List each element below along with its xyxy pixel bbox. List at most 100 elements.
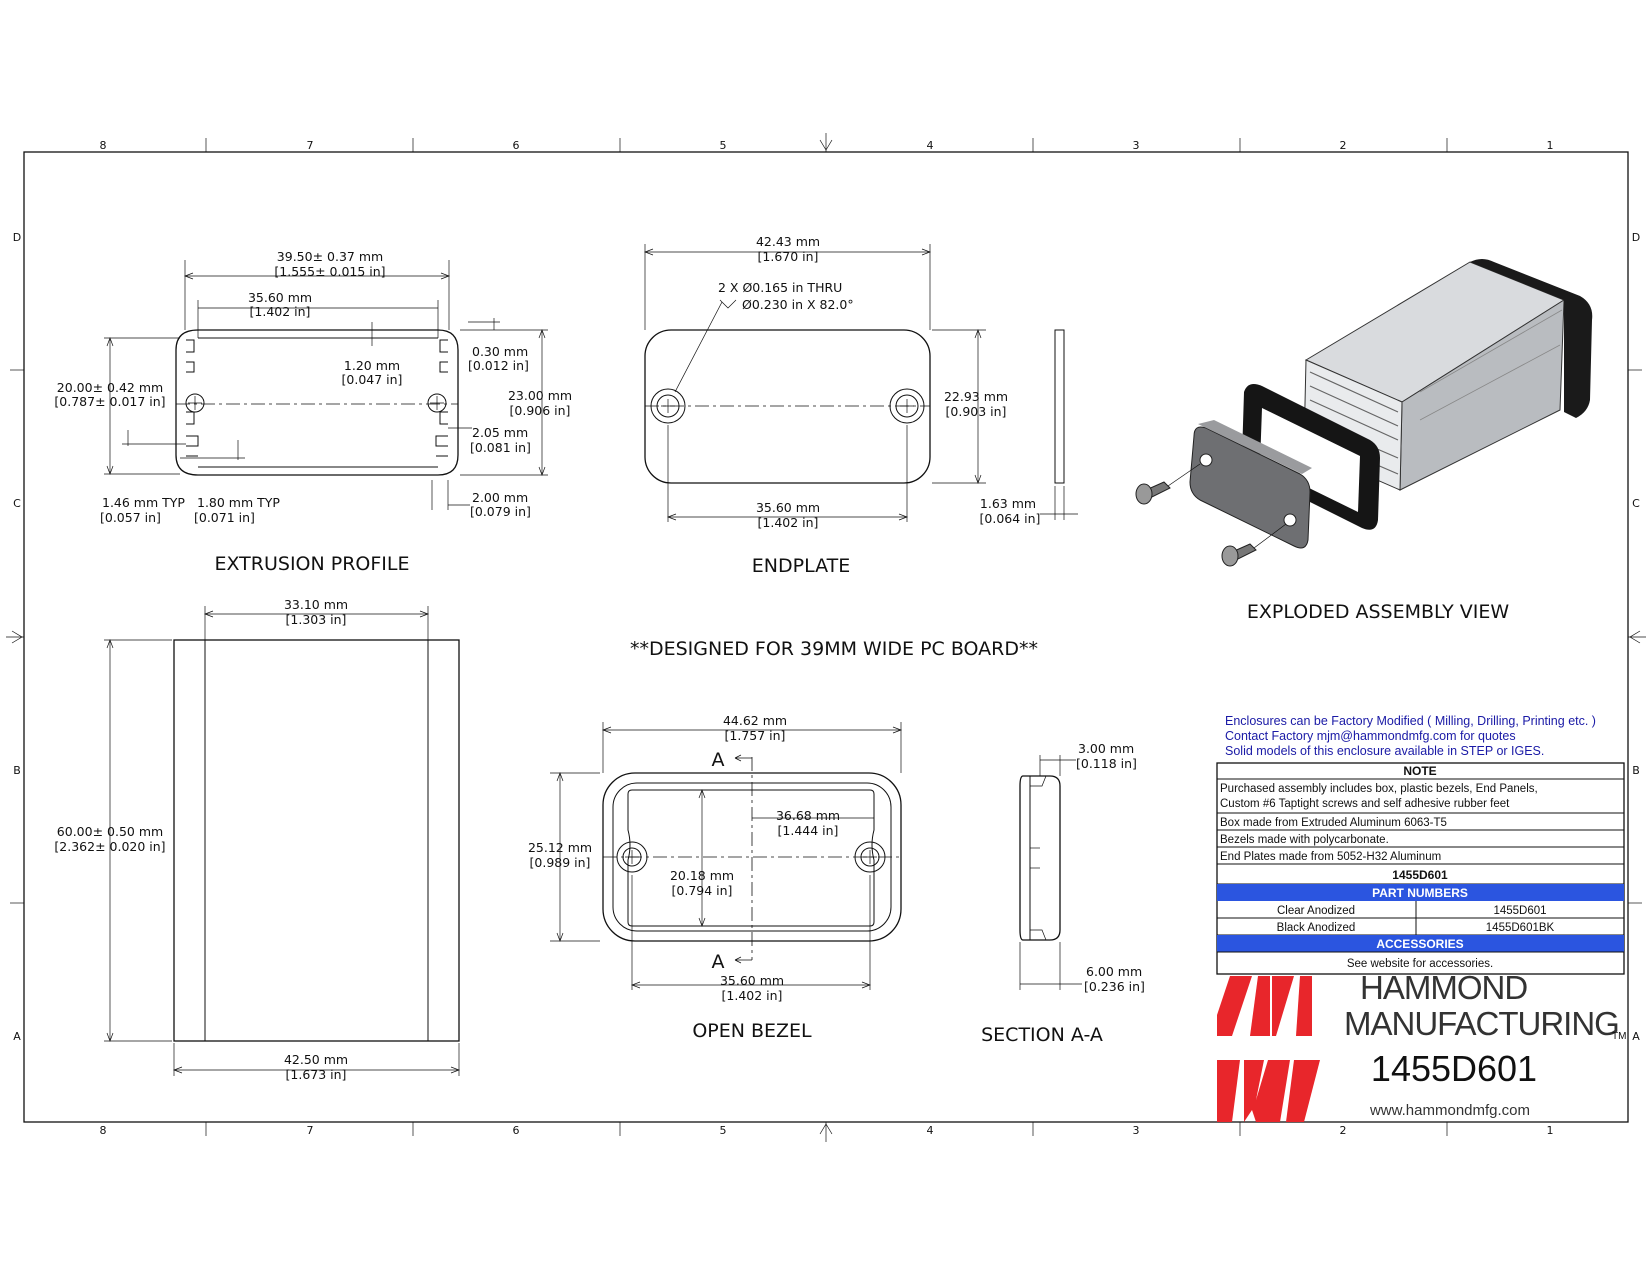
endplate-holes-thru: 2 X Ø0.165 in THRU <box>718 280 842 295</box>
zone-col-label: 5 <box>720 1124 727 1137</box>
zone-labels-top: 8 7 6 5 4 3 2 1 <box>100 139 1554 152</box>
logo-website: www.hammondmfg.com <box>1369 1102 1530 1119</box>
factory-note-line: Contact Factory mjm@hammondmfg.com for q… <box>1225 729 1516 743</box>
sheet-border <box>6 133 1646 1142</box>
zone-col-label: 8 <box>100 139 107 152</box>
zone-col-label: 7 <box>307 139 314 152</box>
side-length-in: [2.362± 0.020 in] <box>54 839 165 854</box>
extrusion-inner-width-mm: 35.60 mm <box>248 290 312 305</box>
part-numbers-header: PART NUMBERS <box>1372 886 1468 900</box>
extrusion-typ1-mm: 1.46 mm TYP <box>102 495 185 510</box>
section-top-mm: 3.00 mm <box>1078 741 1134 756</box>
part-number: 1455D601 <box>1493 905 1546 917</box>
side-bottom-width-mm: 42.50 mm <box>284 1052 348 1067</box>
endplate-hole-spacing-mm: 35.60 mm <box>756 500 820 515</box>
section-a-a-view: 3.00 mm [0.118 in] 6.00 mm [0.236 in] SE… <box>981 741 1145 1046</box>
zone-col-label: 8 <box>100 1124 107 1137</box>
bezel-opening-height-in: [0.794 in] <box>672 883 733 898</box>
extrusion-lip-mm: 0.30 mm <box>472 344 528 359</box>
bezel-width-in: [1.757 in] <box>725 728 786 743</box>
logo-name-line1: HAMMOND <box>1360 969 1527 1006</box>
zone-col-label: 1 <box>1547 139 1554 152</box>
bezel-hole-spacing-mm: 35.60 mm <box>720 973 784 988</box>
zone-col-label: 3 <box>1133 139 1140 152</box>
zone-col-label: 4 <box>927 1124 934 1137</box>
section-top-in: [0.118 in] <box>1076 756 1137 771</box>
extrusion-typ2-in: [0.071 in] <box>194 510 255 525</box>
material-row: Bezels made with polycarbonate. <box>1220 834 1389 846</box>
part-finish: Clear Anodized <box>1277 905 1355 917</box>
extrusion-width-mm: 39.50± 0.37 mm <box>277 249 383 264</box>
factory-note-line: Enclosures can be Factory Modified ( Mil… <box>1225 714 1596 728</box>
bezel-opening-height-mm: 20.18 mm <box>670 868 734 883</box>
factory-note-line: Solid models of this enclosure available… <box>1225 744 1544 758</box>
extrusion-height-mm: 20.00± 0.42 mm <box>57 380 163 395</box>
section-bottom-mm: 6.00 mm <box>1086 964 1142 979</box>
logo-trademark: TM <box>1612 1031 1626 1042</box>
side-top-width-mm: 33.10 mm <box>284 597 348 612</box>
section-mark-top: A <box>712 749 725 771</box>
zone-row-label: D <box>1632 231 1640 244</box>
accessories-header: ACCESSORIES <box>1376 937 1463 951</box>
side-bottom-width-in: [1.673 in] <box>286 1067 347 1082</box>
endplate-thickness-mm: 1.63 mm <box>980 496 1036 511</box>
zone-col-label: 2 <box>1340 1124 1347 1137</box>
extrusion-outer-height-in: [0.906 in] <box>510 403 571 418</box>
zone-row-label: A <box>13 1030 21 1043</box>
bezel-height-in: [0.989 in] <box>530 855 591 870</box>
zone-col-label: 7 <box>307 1124 314 1137</box>
endplate-width-mm: 42.43 mm <box>756 234 820 249</box>
section-bottom-in: [0.236 in] <box>1084 979 1145 994</box>
side-top-width-in: [1.303 in] <box>286 612 347 627</box>
extrusion-outer-height-mm: 23.00 mm <box>508 388 572 403</box>
logo-name-line2: MANUFACTURING <box>1344 1005 1619 1042</box>
zone-labels-bottom: 8 7 6 5 4 3 2 1 <box>100 1124 1554 1137</box>
extrusion-slot-depth-in: [0.081 in] <box>470 440 531 455</box>
endplate-title: ENDPLATE <box>752 555 850 577</box>
zone-col-label: 3 <box>1133 1124 1140 1137</box>
model-number: 1455D601 <box>1392 868 1448 882</box>
extrusion-wall-in: [0.047 in] <box>342 372 403 387</box>
endplate-hole-spacing-in: [1.402 in] <box>758 515 819 530</box>
extrusion-typ2-mm: 1.80 mm TYP <box>197 495 280 510</box>
zone-col-label: 1 <box>1547 1124 1554 1137</box>
exploded-assembly-illustration: EXPLODED ASSEMBLY VIEW <box>1135 259 1593 623</box>
zone-labels-right: D C B A <box>1632 231 1640 1043</box>
endplate-view: 42.43 mm [1.670 in] 2 X Ø0.165 in THRU Ø… <box>644 234 1078 577</box>
note-line: Purchased assembly includes box, plastic… <box>1220 783 1538 795</box>
zone-row-label: B <box>13 764 21 777</box>
part-finish: Black Anodized <box>1277 922 1356 934</box>
note-line: Custom #6 Taptight screws and self adhes… <box>1220 798 1510 810</box>
zone-row-label: C <box>1632 497 1640 510</box>
extrusion-height-in: [0.787± 0.017 in] <box>54 394 165 409</box>
extrusion-lip-in: [0.012 in] <box>468 358 529 373</box>
zone-col-label: 6 <box>513 139 520 152</box>
hammond-logo: HAMMOND MANUFACTURING TM 1455D601 www.ha… <box>1217 969 1626 1122</box>
extrusion-profile-title: EXTRUSION PROFILE <box>214 553 409 575</box>
accessories-text: See website for accessories. <box>1347 958 1493 970</box>
zone-row-label: B <box>1632 764 1640 777</box>
extrusion-profile-view: 39.50± 0.37 mm [1.555± 0.015 in] 35.60 m… <box>54 249 572 575</box>
extrusion-width-in: [1.555± 0.015 in] <box>274 264 385 279</box>
zone-col-label: 2 <box>1340 139 1347 152</box>
zone-labels-left: D C B A <box>13 231 21 1043</box>
endplate-height-in: [0.903 in] <box>946 404 1007 419</box>
side-length-mm: 60.00± 0.50 mm <box>57 824 163 839</box>
zone-row-label: C <box>13 497 21 510</box>
title-block: NOTE Purchased assembly includes box, pl… <box>1216 762 1625 975</box>
part-number: 1455D601BK <box>1486 922 1555 934</box>
extrusion-slot-gap-mm: 2.00 mm <box>472 490 528 505</box>
factory-notes: Enclosures can be Factory Modified ( Mil… <box>1225 714 1596 758</box>
extrusion-slot-depth-mm: 2.05 mm <box>472 425 528 440</box>
extrusion-slot-gap-in: [0.079 in] <box>470 504 531 519</box>
exploded-view-title: EXPLODED ASSEMBLY VIEW <box>1247 601 1510 623</box>
bezel-height-mm: 25.12 mm <box>528 840 592 855</box>
extrusion-typ1-in: [0.057 in] <box>100 510 161 525</box>
material-row: End Plates made from 5052-H32 Aluminum <box>1220 851 1441 863</box>
endplate-height-mm: 22.93 mm <box>944 389 1008 404</box>
bezel-width-mm: 44.62 mm <box>723 713 787 728</box>
bezel-hole-spacing-in: [1.402 in] <box>722 988 783 1003</box>
note-header: NOTE <box>1403 764 1436 778</box>
zone-row-label: D <box>13 231 21 244</box>
